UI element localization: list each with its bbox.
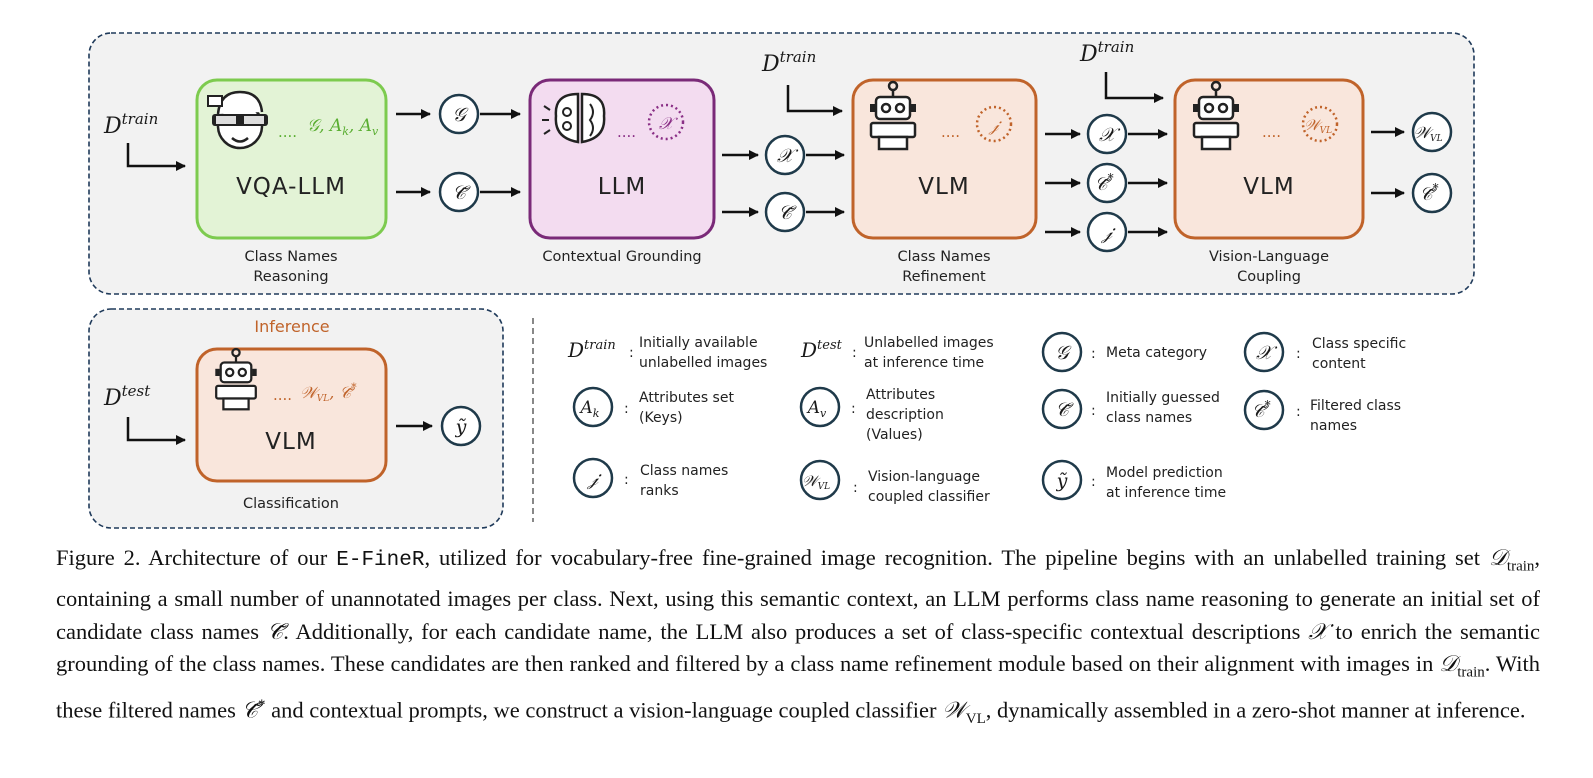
- vlm3-label: VLM: [265, 429, 316, 455]
- legend-g-desc: Meta category: [1106, 345, 1207, 361]
- svg-text::: :: [852, 345, 857, 361]
- legend-ak-desc-1: Attributes set: [639, 390, 734, 406]
- legend-j-desc-1: Class names: [640, 463, 728, 479]
- svg-text::: :: [1091, 474, 1096, 490]
- caption-method-name: E-FineR: [336, 549, 425, 572]
- vlm1-dots: ....: [941, 123, 960, 141]
- svg-text::: :: [1091, 403, 1096, 419]
- d-test-input-label: Dtest: [103, 382, 151, 411]
- classifier-output-node: 𝒲VL: [1411, 111, 1453, 153]
- svg-text:𝑦̃: 𝑦̃: [1056, 470, 1068, 492]
- vlm3-dots: ....: [273, 386, 292, 404]
- legend-ak-desc-2: (Keys): [639, 410, 683, 426]
- ranks-node: 𝒿: [1086, 211, 1128, 253]
- svg-text::: :: [624, 401, 629, 417]
- filtered-class-names-node-2: 𝒞̃*: [1411, 172, 1453, 214]
- vlm2-caption-2: Coupling: [1237, 269, 1301, 285]
- legend-av-desc-3: (Values): [866, 427, 923, 443]
- svg-text:𝑦̃: 𝑦̃: [455, 416, 467, 438]
- legend-w-desc-2: coupled classifier: [868, 489, 990, 505]
- svg-text:Av: Av: [806, 398, 827, 420]
- vqa-caption-2: Reasoning: [253, 269, 328, 285]
- legend-d-test-desc-2: at inference time: [864, 355, 984, 371]
- caption-figure-label: Figure 2.: [56, 545, 141, 570]
- legend-c-desc-2: class names: [1106, 410, 1192, 426]
- llm-label: LLM: [598, 174, 646, 200]
- svg-text::: :: [1091, 346, 1096, 362]
- svg-text:𝒢: 𝒢: [1055, 342, 1072, 364]
- svg-text::: :: [1296, 404, 1301, 420]
- d-train-input-label-2: Dtrain: [761, 48, 816, 77]
- vlm1-caption-1: Class Names: [897, 249, 990, 265]
- vlm3-inline-inputs: 𝒲VL, 𝒞̃*: [300, 381, 357, 404]
- llm-output-x-dotted: [647, 103, 685, 141]
- svg-text:𝒲VL: 𝒲VL: [1304, 116, 1332, 136]
- svg-text:𝒿: 𝒿: [1101, 222, 1116, 244]
- svg-text::: :: [629, 345, 634, 361]
- vlm1-caption-2: Refinement: [902, 269, 986, 285]
- class-names-node-2: 𝒞̃: [764, 191, 806, 233]
- d-train-input-label-3: Dtrain: [1079, 38, 1134, 67]
- legend-d-train-desc-2: unlabelled images: [639, 355, 767, 371]
- vqa-dots: ....: [278, 123, 297, 141]
- svg-text::: :: [853, 480, 858, 496]
- vlm3-caption: Classification: [243, 496, 339, 512]
- legend-y-desc-1: Model prediction: [1106, 465, 1223, 481]
- legend-cstar-desc-1: Filtered class: [1310, 398, 1401, 414]
- vlm1-output-j-dotted: [975, 105, 1013, 143]
- svg-text::: :: [1296, 346, 1301, 362]
- architecture-diagram: Dtrain .... 𝒢, Ak, Av VQA-LLM Class Name…: [88, 32, 1475, 529]
- legend-d-train-symbol: Dtrain: [567, 338, 616, 362]
- figure-caption: Figure 2. Architecture of our E-FineR, u…: [56, 545, 1541, 727]
- llm-caption: Contextual Grounding: [542, 249, 701, 265]
- legend-d-test-symbol: Dtest: [800, 338, 843, 362]
- vqa-caption-1: Class Names: [244, 249, 337, 265]
- svg-text::: :: [851, 401, 856, 417]
- legend-x-desc-2: content: [1312, 356, 1366, 372]
- context-node-2: 𝒳: [1086, 113, 1128, 155]
- svg-text::: :: [624, 472, 629, 488]
- inference-title: Inference: [254, 317, 329, 336]
- legend: Dtrain : Initially available unlabelled …: [567, 331, 1406, 505]
- vqa-inline-outputs: 𝒢, Ak, Av: [307, 116, 379, 138]
- svg-text:𝒲VL: 𝒲VL: [802, 472, 830, 492]
- llm-dots: ....: [617, 123, 636, 141]
- vlm2-caption-1: Vision-Language: [1209, 249, 1329, 265]
- vlm2-output-w-dotted: [1301, 105, 1339, 143]
- legend-av-desc-1: Attributes: [866, 387, 935, 403]
- legend-d-train-desc-1: Initially available: [639, 335, 758, 351]
- vlm1-label: VLM: [918, 174, 969, 200]
- legend-av-desc-2: description: [866, 407, 944, 423]
- brain-icon: [542, 92, 606, 144]
- filtered-class-names-node-1: 𝒞̃*: [1086, 162, 1128, 204]
- svg-text:𝒢: 𝒢: [452, 104, 469, 126]
- legend-d-test-desc-1: Unlabelled images: [864, 335, 994, 351]
- legend-c-desc-1: Initially guessed: [1106, 390, 1220, 406]
- legend-cstar-desc-2: names: [1310, 418, 1357, 434]
- class-names-node-1: 𝒞̃: [438, 171, 480, 213]
- legend-x-desc-1: Class specific: [1312, 336, 1406, 352]
- context-node-1: 𝒳: [764, 134, 806, 176]
- vlm2-label: VLM: [1243, 174, 1294, 200]
- vqa-llm-label: VQA-LLM: [236, 174, 346, 200]
- legend-w-desc-1: Vision-language: [868, 469, 980, 485]
- legend-y-desc-2: at inference time: [1106, 485, 1226, 501]
- svg-text:𝒿: 𝒿: [587, 468, 602, 490]
- prediction-node: 𝑦̃: [440, 405, 482, 447]
- legend-j-desc-2: ranks: [640, 483, 679, 499]
- meta-category-node: 𝒢: [438, 93, 480, 135]
- svg-text:𝒲VL: 𝒲VL: [1413, 123, 1442, 144]
- svg-text:Ak: Ak: [579, 398, 600, 420]
- d-train-input-label: Dtrain: [103, 110, 158, 139]
- vlm2-dots: ....: [1262, 123, 1281, 141]
- glasses-face-icon: [207, 90, 268, 150]
